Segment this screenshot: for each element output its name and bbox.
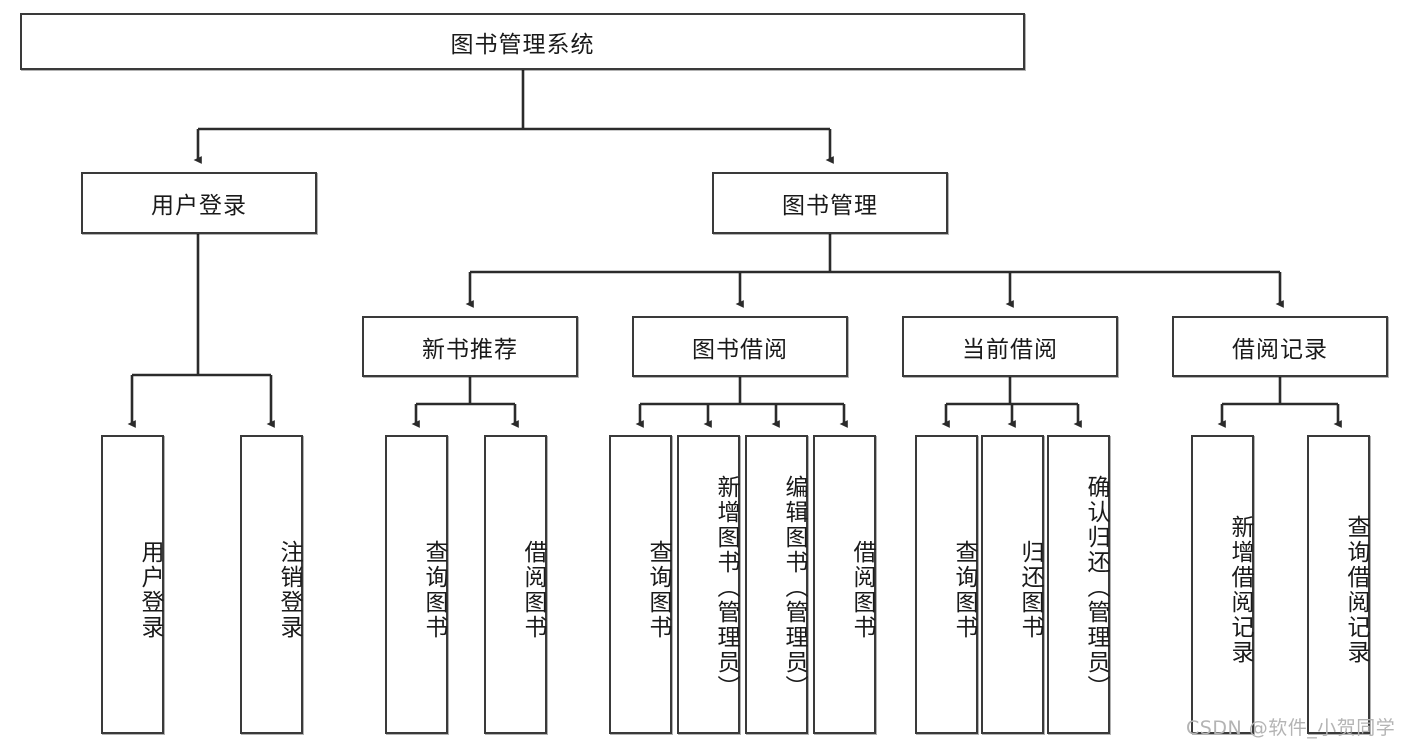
leaf-label: 新增借阅记录 xyxy=(1227,514,1253,665)
node-borrow-record[interactable]: 借阅记录 xyxy=(1172,316,1388,377)
leaf-borrow-record-query[interactable]: 查询借阅记录 xyxy=(1307,435,1370,734)
leaf-label: 查询借阅记录 xyxy=(1343,514,1369,665)
node-root-system[interactable]: 图书管理系统 xyxy=(20,13,1025,70)
leaf-label: 查询图书 xyxy=(421,539,447,640)
leaf-label: 借阅图书 xyxy=(520,539,546,640)
leaf-current-borrow-query[interactable]: 查询图书 xyxy=(915,435,978,734)
leaf-current-borrow-confirm-return[interactable]: 确认归还（管理员） xyxy=(1047,435,1110,734)
leaf-book-borrow-add[interactable]: 新增图书（管理员） xyxy=(677,435,740,734)
leaf-label: 借阅图书 xyxy=(849,539,875,640)
leaf-label: 编辑图书（管理员） xyxy=(781,475,807,700)
leaf-book-borrow-borrow[interactable]: 借阅图书 xyxy=(813,435,876,734)
node-borrow-record-label: 借阅记录 xyxy=(1232,336,1328,363)
leaf-label: 注销登录 xyxy=(276,539,302,640)
node-current-borrow-label: 当前借阅 xyxy=(962,336,1058,363)
node-user-login[interactable]: 用户登录 xyxy=(81,172,317,234)
node-new-book-recommend-label: 新书推荐 xyxy=(422,336,518,363)
node-root-label: 图书管理系统 xyxy=(450,31,595,58)
leaf-current-borrow-return[interactable]: 归还图书 xyxy=(981,435,1044,734)
leaf-label: 确认归还（管理员） xyxy=(1083,475,1109,700)
leaf-label: 归还图书 xyxy=(1017,539,1043,640)
leaf-user-login-login[interactable]: 用户登录 xyxy=(101,435,164,734)
node-new-book-recommend[interactable]: 新书推荐 xyxy=(362,316,578,377)
leaf-borrow-record-add[interactable]: 新增借阅记录 xyxy=(1191,435,1254,734)
leaf-label: 用户登录 xyxy=(137,539,163,640)
node-book-borrow[interactable]: 图书借阅 xyxy=(632,316,848,377)
node-book-management-label: 图书管理 xyxy=(782,193,878,219)
leaf-label: 查询图书 xyxy=(645,539,671,640)
leaf-new-book-borrow[interactable]: 借阅图书 xyxy=(484,435,547,734)
leaf-book-borrow-query[interactable]: 查询图书 xyxy=(609,435,672,734)
leaf-user-login-logout[interactable]: 注销登录 xyxy=(240,435,303,734)
node-book-borrow-label: 图书借阅 xyxy=(692,336,788,363)
node-current-borrow[interactable]: 当前借阅 xyxy=(902,316,1118,377)
leaf-book-borrow-edit[interactable]: 编辑图书（管理员） xyxy=(745,435,808,734)
csdn-watermark: CSDN @软件_小贺同学 xyxy=(1186,717,1396,739)
node-book-management[interactable]: 图书管理 xyxy=(712,172,948,234)
leaf-new-book-query[interactable]: 查询图书 xyxy=(385,435,448,734)
leaf-label: 新增图书（管理员） xyxy=(713,475,739,700)
node-user-login-label: 用户登录 xyxy=(151,193,247,219)
leaf-label: 查询图书 xyxy=(951,539,977,640)
